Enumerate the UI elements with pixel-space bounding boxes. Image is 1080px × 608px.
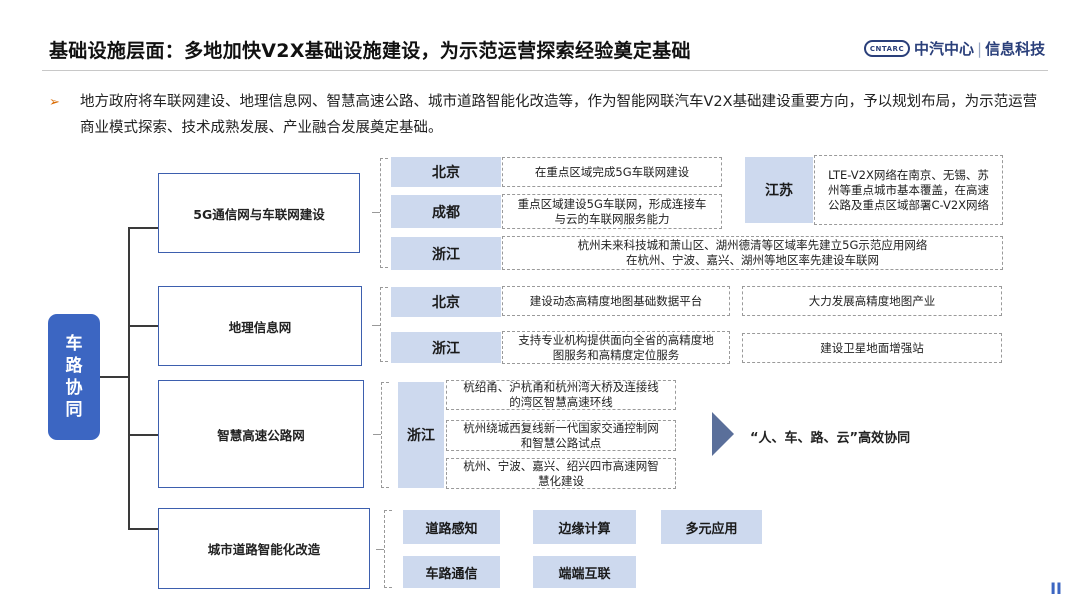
bracket-tick-cat3	[373, 434, 381, 435]
brand-left: 中汽中心	[914, 40, 975, 58]
page-title: 基础设施层面：多地加快V2X基础设施建设，为示范运营探索经验奠定基础	[49, 40, 691, 62]
collaboration-label: “人、车、路、云”高效协同	[750, 431, 911, 446]
region-zhejiang: 浙江	[391, 237, 501, 270]
connector-branch-3	[128, 434, 158, 436]
desc-highway-bay-loop: 杭绍甬、沪杭甬和杭州湾大桥及连接线 的湾区智慧高速环线	[446, 380, 676, 410]
root-char: 协	[65, 378, 83, 398]
region-zhejiang: 浙江	[398, 382, 444, 488]
bracket-tick-cat2	[372, 325, 380, 326]
category-5g-telematics: 5G通信网与车联网建设	[158, 173, 360, 253]
category-geo-info-network: 地理信息网	[158, 286, 362, 366]
desc-line: LTE-V2X网络在南京、无锡、苏	[828, 167, 989, 182]
header-divider	[42, 70, 1048, 71]
category-urban-road-upgrade: 城市道路智能化改造	[158, 508, 370, 589]
page-indicator: II	[1050, 579, 1062, 598]
arrow-right-icon	[712, 412, 734, 456]
bullet-arrow-icon: ➢	[49, 95, 60, 110]
desc-highway-smart-pilot: 杭州绕城西复线新一代国家交通控制网 和智慧公路试点	[446, 420, 676, 451]
cntarc-logo: CNTARC	[864, 40, 910, 57]
chip-multi-application: 多元应用	[661, 510, 762, 544]
desc-highway-four-cities: 杭州、宁波、嘉兴、绍兴四市高速网智 慧化建设	[446, 458, 676, 489]
desc-beijing-hd-map-industry: 大力发展高精度地图产业	[742, 286, 1002, 316]
intro-text: 地方政府将车联网建设、地理信息网、智慧高速公路、城市道路智能化改造等，作为智能网…	[80, 94, 1038, 136]
brand-right: 信息科技	[985, 40, 1046, 58]
desc-beijing-5g: 在重点区域完成5G车联网建设	[502, 157, 722, 187]
desc-line: 和智慧公路试点	[520, 435, 602, 450]
connector-branch-2	[128, 325, 158, 327]
desc-line: 杭州、宁波、嘉兴、绍兴四市高速网智	[463, 458, 659, 473]
root-char: 路	[65, 356, 83, 376]
chip-v2x-communication: 车路通信	[403, 556, 500, 588]
connector-branch-1	[128, 227, 158, 229]
desc-line: 支持专业机构提供面向全省的高精度地	[518, 332, 714, 347]
desc-line: 州等重点城市基本覆盖，在高速	[828, 182, 989, 197]
bracket-tick-cat1	[372, 212, 380, 213]
desc-line: 的湾区智慧高速环线	[509, 395, 613, 409]
bracket-cat1	[380, 158, 388, 268]
desc-line: 慧化建设	[538, 473, 584, 488]
desc-line: 与云的车联网服务能力	[554, 211, 670, 226]
bracket-cat3	[381, 382, 389, 488]
desc-line: 杭州绕城西复线新一代国家交通控制网	[463, 420, 659, 435]
region-jiangsu: 江苏	[745, 157, 813, 223]
desc-line: 重点区域建设5G车联网，形成连接车	[517, 196, 707, 211]
desc-line: 图服务和高精度定位服务	[552, 347, 680, 362]
brand-name: 中汽中心|信息科技	[914, 38, 1045, 59]
root-char: 车	[65, 334, 83, 354]
bracket-tick-cat4	[376, 549, 384, 550]
desc-zhejiang-hd-map-service: 支持专业机构提供面向全省的高精度地 图服务和高精度定位服务	[502, 331, 730, 364]
bracket-cat2	[380, 287, 388, 362]
brand-separator: |	[977, 40, 983, 58]
desc-chengdu-5g: 重点区域建设5G车联网，形成连接车 与云的车联网服务能力	[502, 194, 722, 229]
region-zhejiang: 浙江	[391, 332, 501, 363]
desc-beijing-hd-map-platform: 建设动态高精度地图基础数据平台	[502, 286, 730, 316]
bracket-cat4	[384, 510, 392, 588]
category-smart-highway: 智慧高速公路网	[158, 380, 364, 488]
connector-root-trunk	[100, 376, 128, 378]
region-chengdu: 成都	[391, 195, 501, 228]
chip-edge-computing: 边缘计算	[533, 510, 636, 544]
desc-zhejiang-satellite-station: 建设卫星地面增强站	[742, 333, 1002, 363]
connector-branch-4	[128, 528, 158, 530]
desc-line: 公路及重点区域部署C-V2X网络	[827, 197, 990, 212]
desc-jiangsu-v2x: LTE-V2X网络在南京、无锡、苏 州等重点城市基本覆盖，在高速 公路及重点区域…	[814, 155, 1003, 225]
region-beijing: 北京	[391, 287, 501, 317]
desc-line: 在杭州、宁波、嘉兴、湖州等地区率先建设车联网	[626, 253, 879, 267]
desc-line: 杭绍甬、沪杭甬和杭州湾大桥及连接线	[463, 380, 659, 394]
root-char: 同	[65, 400, 83, 420]
desc-zhejiang-5g: 杭州未来科技城和萧山区、湖州德清等区域率先建立5G示范应用网络 在杭州、宁波、嘉…	[502, 236, 1003, 270]
chip-end-to-end-connectivity: 端端互联	[533, 556, 636, 588]
root-node-vehicle-road-collaboration: 车 路 协 同	[48, 314, 100, 440]
chip-road-perception: 道路感知	[403, 510, 500, 544]
connector-vertical-trunk	[128, 227, 130, 528]
desc-line: 杭州未来科技城和萧山区、湖州德清等区域率先建立5G示范应用网络	[577, 238, 928, 252]
region-beijing: 北京	[391, 157, 501, 187]
